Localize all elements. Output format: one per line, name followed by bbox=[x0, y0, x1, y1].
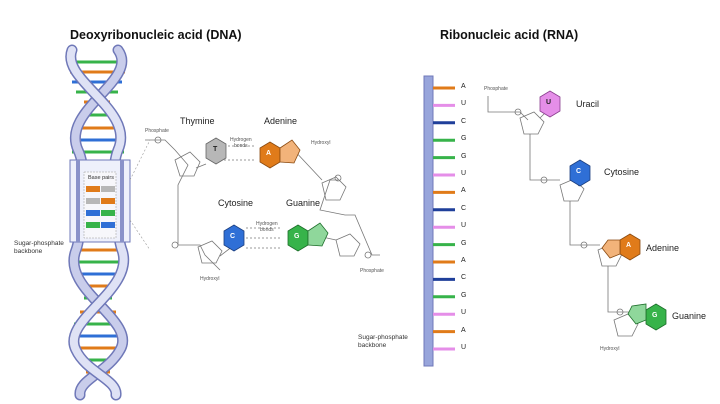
rna-cytosine-ring bbox=[569, 159, 591, 187]
rna-backbone-bar bbox=[423, 75, 434, 367]
sugar-ring bbox=[321, 176, 347, 201]
rna-title: Ribonucleic acid (RNA) bbox=[440, 28, 579, 42]
rna-base-letter: A bbox=[461, 187, 466, 195]
bp-c bbox=[101, 222, 115, 228]
adenine-ring-pentagon bbox=[279, 139, 301, 164]
dna-title: Deoxyribonucleic acid (DNA) bbox=[70, 28, 242, 42]
dna-helix bbox=[65, 44, 151, 401]
rna-base-letter: U bbox=[461, 309, 467, 317]
rna-guanine-label: Guanine bbox=[672, 311, 707, 321]
rna-adenine-label: Adenine bbox=[646, 243, 680, 253]
rna-base-letter: G bbox=[461, 135, 467, 143]
adenine-label: Adenine bbox=[264, 116, 298, 126]
bp-a bbox=[101, 198, 115, 204]
cytosine-ring bbox=[223, 224, 245, 252]
backbone-strand-2-fill bbox=[66, 46, 128, 399]
uracil-ring bbox=[539, 90, 561, 118]
rna-base-letter: A bbox=[461, 326, 466, 334]
rna-adenine-molecule bbox=[601, 233, 641, 261]
guanine-molecule bbox=[287, 222, 329, 252]
adenine-molecule bbox=[259, 139, 301, 169]
rna-guanine-letter: G bbox=[652, 312, 658, 319]
cytosine-letter: C bbox=[230, 233, 236, 240]
rna-strand bbox=[423, 75, 455, 367]
bp-t bbox=[101, 186, 115, 192]
guanine-ring-pentagon bbox=[307, 222, 329, 247]
cytosine-label: Cytosine bbox=[218, 198, 254, 208]
rna-guanine-molecule bbox=[627, 303, 667, 331]
guanine-label: Guanine bbox=[286, 198, 321, 208]
rna-rungs bbox=[433, 86, 455, 351]
sugar-ring bbox=[335, 233, 361, 257]
guanine-letter: G bbox=[294, 233, 300, 240]
rna-base-letter: A bbox=[461, 257, 466, 264]
rna-base-letter: C bbox=[461, 117, 467, 125]
base-pairs-box bbox=[83, 171, 117, 239]
rna-base-letter: U bbox=[461, 100, 467, 108]
sugar-ring bbox=[174, 151, 201, 177]
rna-chemistry bbox=[487, 96, 641, 337]
base-pairs-label: Base pairs bbox=[88, 175, 114, 181]
uracil-molecule bbox=[539, 90, 561, 118]
bp-g bbox=[86, 222, 100, 228]
rna-adenine-pentagon bbox=[601, 239, 621, 259]
bp-c bbox=[86, 210, 100, 216]
thymine-molecule bbox=[205, 137, 227, 165]
rna-base-letter: G bbox=[461, 239, 467, 247]
thymine-letter: T bbox=[213, 146, 218, 153]
rna-phosphate-label: Phosphate bbox=[484, 86, 508, 92]
rna-base-letter: U bbox=[461, 344, 467, 351]
uracil-label: Uracil bbox=[576, 99, 600, 109]
sugar-ring bbox=[197, 240, 223, 264]
rna-base-letter: C bbox=[461, 204, 467, 212]
dna-hydroxyl-label-1: Hydroxyl bbox=[311, 140, 331, 146]
rna-base-letter: C bbox=[461, 274, 467, 282]
rna-cytosine-letter: C bbox=[576, 168, 582, 175]
rna-hydroxyl-label: Hydroxyl bbox=[600, 346, 620, 352]
rna-base-letter: A bbox=[461, 83, 466, 90]
dna-chemistry bbox=[145, 136, 380, 271]
bp-a bbox=[86, 186, 100, 192]
thymine-ring bbox=[205, 137, 227, 165]
rna-base-letter: G bbox=[461, 291, 467, 299]
backbone-strand-1-fill bbox=[69, 46, 127, 399]
adenine-letter: A bbox=[266, 150, 272, 157]
rna-base-letter: U bbox=[461, 170, 467, 177]
dna-phosphate-label-1: Phosphate bbox=[145, 128, 169, 134]
cytosine-molecule bbox=[223, 224, 245, 252]
bp-g bbox=[101, 210, 115, 216]
rna-cytosine-molecule bbox=[569, 159, 591, 187]
rna-guanine-ring bbox=[645, 303, 667, 331]
rna-cytosine-label: Cytosine bbox=[604, 167, 640, 177]
rna-base-letter: U bbox=[461, 222, 467, 230]
rna-guanine-pentagon bbox=[627, 303, 647, 325]
rna-adenine-letter: A bbox=[626, 242, 632, 249]
rna-base-letter: G bbox=[461, 152, 467, 160]
bp-t bbox=[86, 198, 100, 204]
thymine-label: Thymine bbox=[180, 116, 215, 126]
dna-phosphate-label-2: Phosphate bbox=[360, 268, 384, 274]
uracil-letter: U bbox=[546, 99, 552, 106]
dna-hydroxyl-label-2: Hydroxyl bbox=[200, 276, 220, 282]
